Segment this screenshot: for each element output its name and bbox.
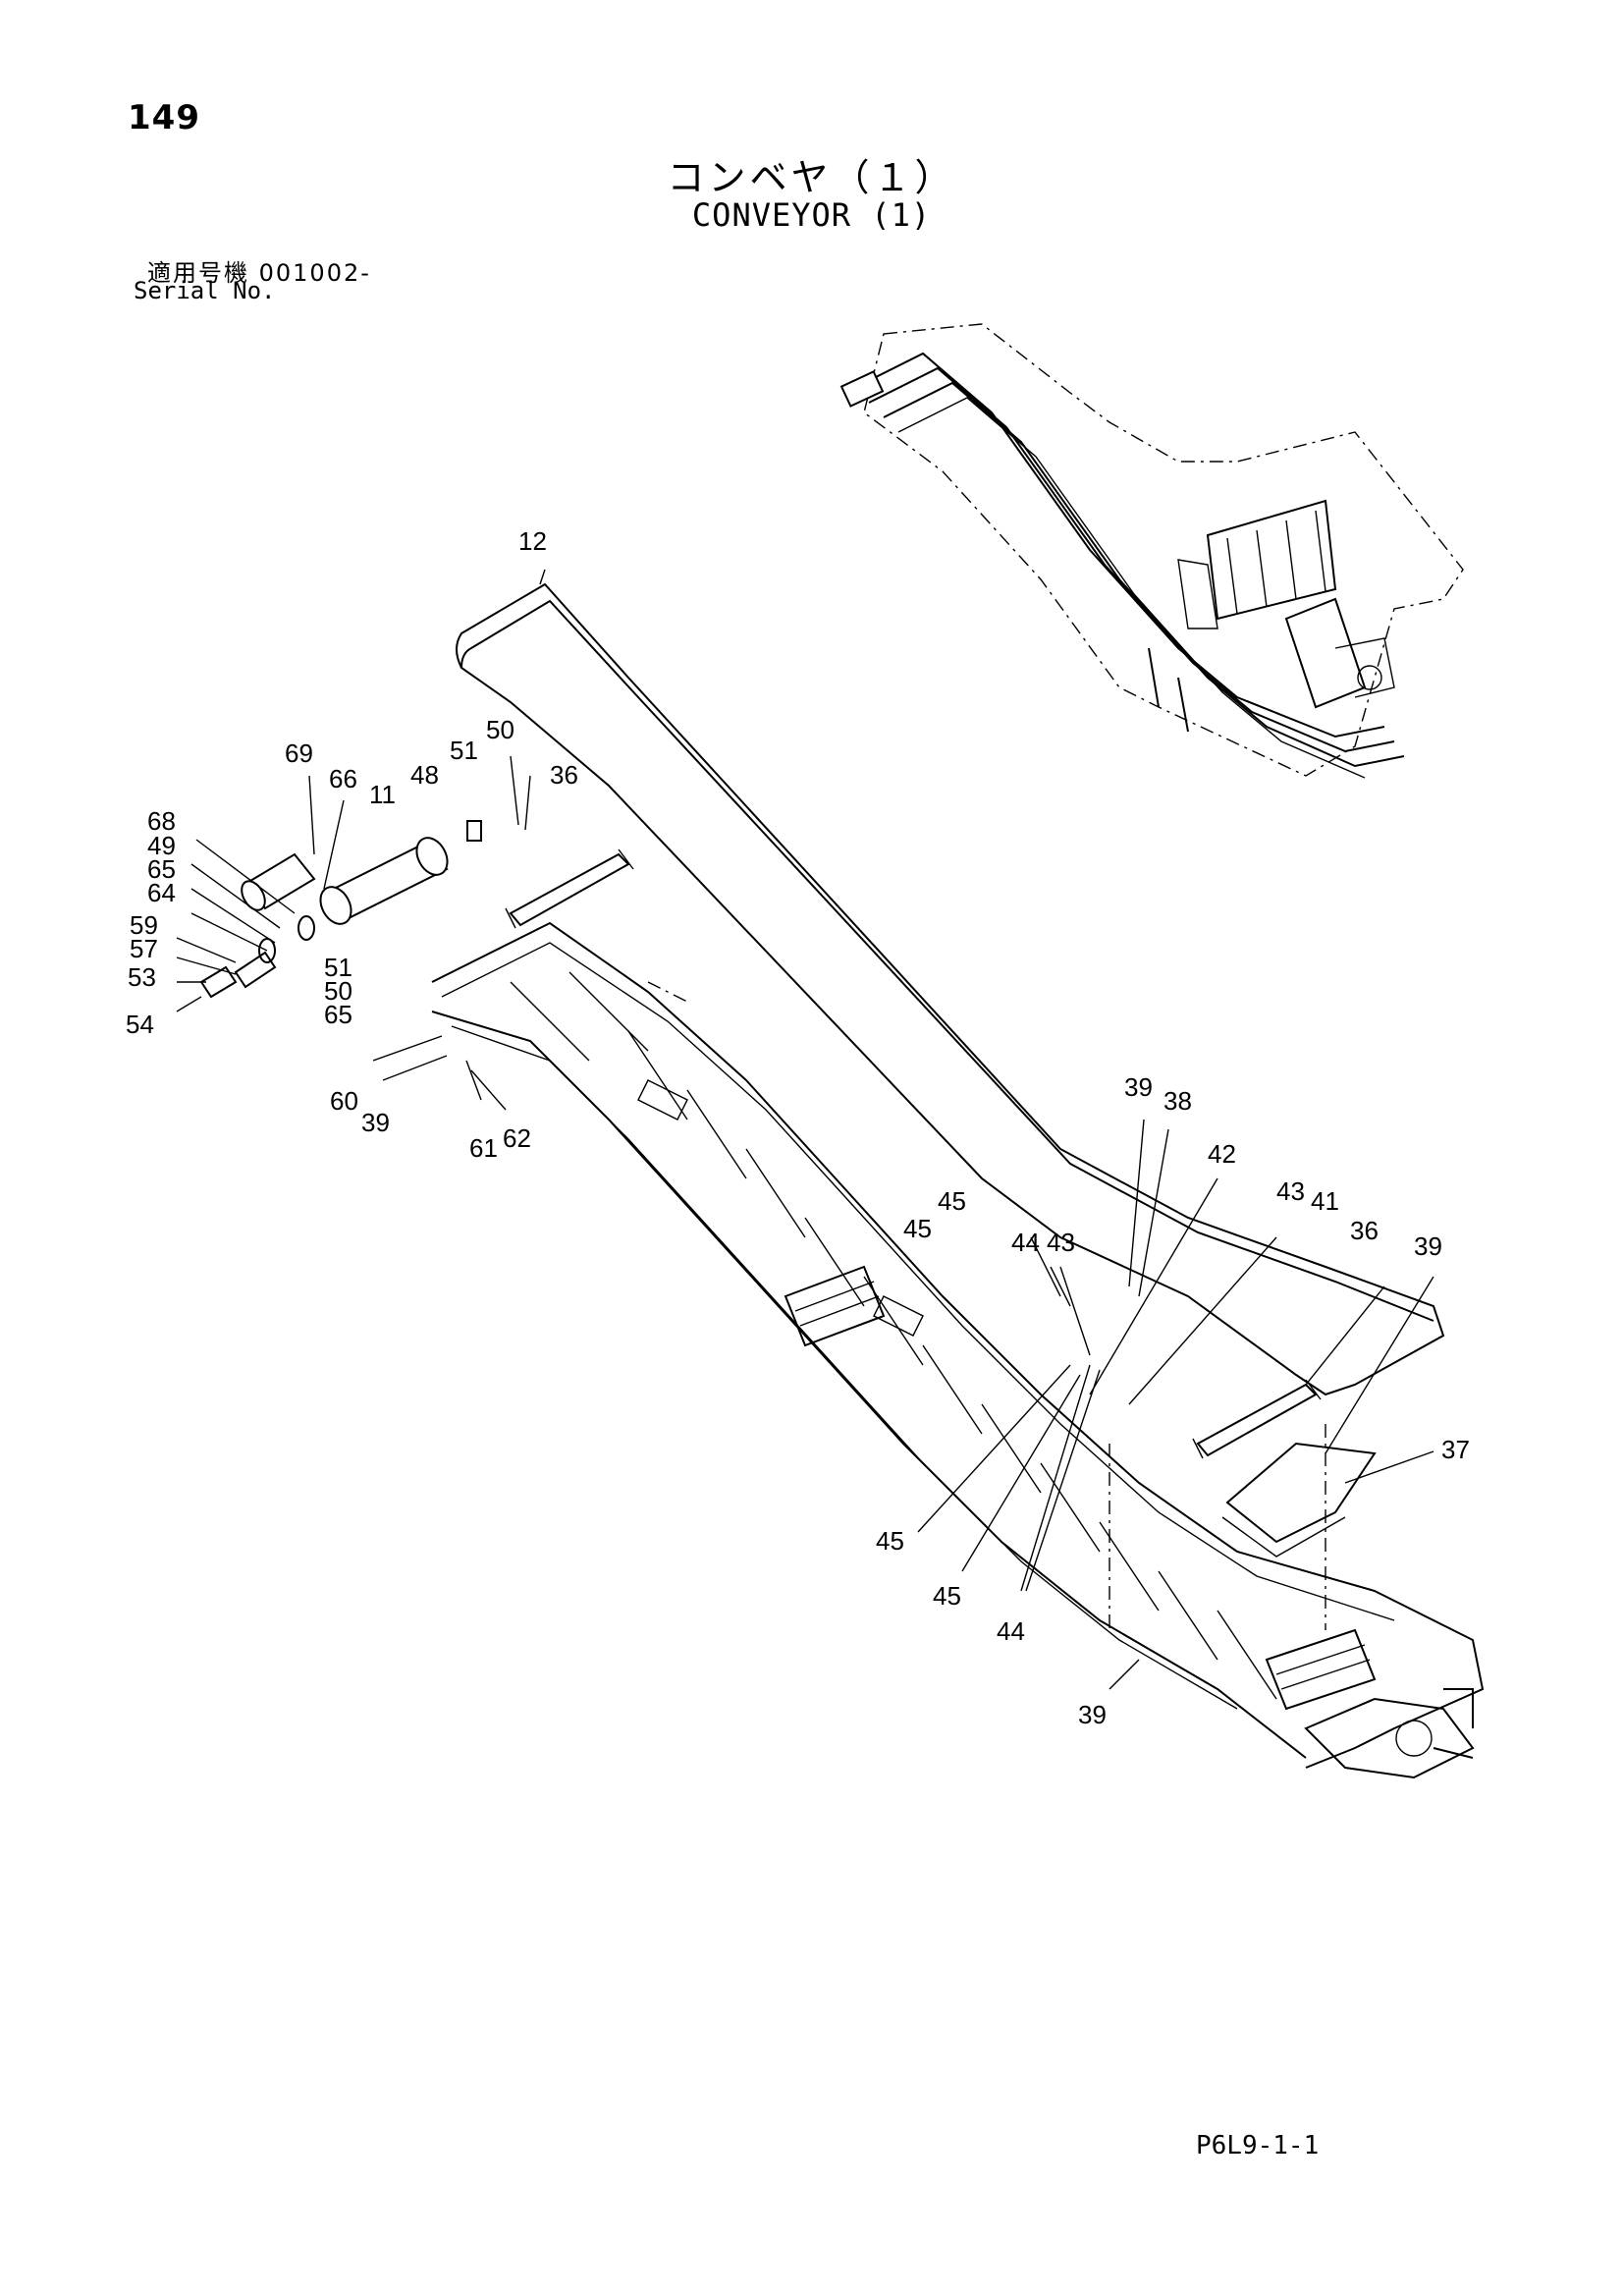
callout-37: 37: [1441, 1435, 1470, 1464]
callout-62: 62: [503, 1123, 531, 1153]
callout-44: 44: [1011, 1228, 1040, 1257]
callout-45: 45: [938, 1186, 966, 1216]
page-title-english: CONVEYOR (1): [691, 196, 932, 234]
callout-39: 39: [1414, 1231, 1442, 1261]
callout-39: 39: [1124, 1072, 1153, 1102]
callout-49: 49: [147, 831, 176, 860]
callout-39: 39: [361, 1108, 390, 1137]
serial-number-label-japanese: 適用号機 001002-: [147, 259, 371, 287]
motor-68: [241, 852, 316, 911]
callout-50: 50: [486, 715, 514, 744]
callout-50: 50: [324, 976, 352, 1006]
serial-number-label-english: Serial No.: [134, 277, 276, 304]
callout-11: 11: [369, 780, 396, 809]
callout-39: 39: [1078, 1700, 1107, 1729]
callout-60: 60: [330, 1086, 358, 1116]
conveyor-belt: [456, 582, 1445, 1396]
callout-45: 45: [903, 1214, 932, 1243]
idler-roller-36-left: [505, 848, 634, 929]
callout-61: 61: [469, 1133, 498, 1163]
callout-41: 41: [1311, 1186, 1339, 1216]
callout-51: 51: [324, 953, 352, 982]
callout-45: 45: [933, 1581, 961, 1611]
callout-labels: 12 50 51 69 66 11 48 36 68 49 65 64 59 5…: [126, 526, 1470, 1729]
idler-roller-36-right: [1192, 1379, 1322, 1459]
callout-57: 57: [130, 934, 158, 963]
callout-69: 69: [285, 738, 313, 768]
callout-54: 54: [126, 1010, 154, 1039]
drive-pulley-11: [319, 837, 449, 925]
callout-36: 36: [1350, 1216, 1379, 1245]
small-parts: [199, 820, 482, 999]
callout-65: 65: [324, 1000, 352, 1029]
callout-44: 44: [997, 1616, 1025, 1646]
callout-38: 38: [1163, 1086, 1192, 1116]
callout-65: 65: [147, 854, 176, 884]
callout-68: 68: [147, 806, 176, 836]
callout-64: 64: [147, 878, 176, 907]
page-title-japanese: コンベヤ（１）: [667, 156, 956, 199]
callout-59: 59: [130, 910, 158, 940]
scraper-plate-37: [1221, 1442, 1377, 1558]
callout-66: 66: [329, 764, 357, 793]
callout-45: 45: [876, 1526, 904, 1556]
callout-42: 42: [1208, 1139, 1236, 1169]
callout-43: 43: [1276, 1176, 1305, 1206]
callout-53: 53: [128, 962, 156, 992]
callout-12: 12: [518, 526, 547, 556]
callout-48: 48: [410, 760, 439, 790]
conveyor-frame: [431, 921, 1485, 1779]
page-code: P6L9-1-1: [1196, 2131, 1320, 2160]
callout-36: 36: [550, 760, 578, 790]
page-number: 149: [128, 98, 200, 137]
callout-51: 51: [450, 736, 478, 765]
leader-lines: [176, 569, 1434, 1690]
machine-overview-inset: [839, 323, 1464, 779]
callout-43: 43: [1047, 1228, 1075, 1257]
